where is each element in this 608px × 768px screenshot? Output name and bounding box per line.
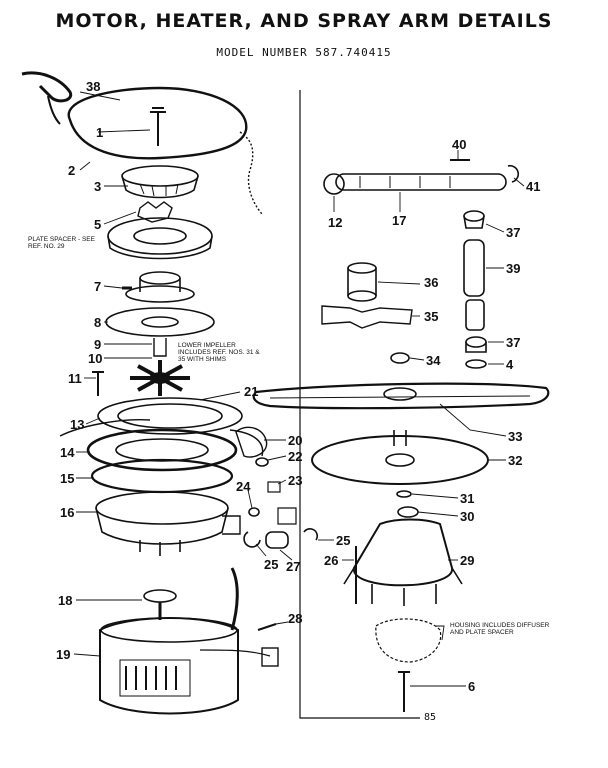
part-18-cap [143, 589, 177, 603]
label-39: 39 [506, 261, 521, 276]
part-30-seal [397, 506, 419, 518]
label-13: 13 [70, 417, 85, 432]
label-3: 3 [94, 179, 102, 194]
part-27-hose [265, 531, 289, 549]
label-23: 23 [288, 473, 303, 488]
label-11: 11 [68, 371, 82, 386]
part-24-ring [248, 507, 260, 517]
part-36-bushing [347, 262, 377, 274]
label-26: 26 [324, 553, 339, 568]
part-9-shaft [153, 338, 167, 357]
part-14-gasket [86, 428, 238, 472]
label-30: 30 [460, 509, 475, 524]
label-37-b: 37 [506, 335, 521, 350]
part-41-clip [507, 164, 520, 183]
label-18: 18 [58, 593, 73, 608]
label-37: 37 [506, 225, 521, 240]
part-25-clamp [243, 531, 261, 548]
label-2: 2 [68, 163, 76, 178]
part-7-hub [139, 271, 181, 285]
part-16-housing [95, 491, 229, 525]
part-37-cap-lower [465, 336, 487, 348]
label-40: 40 [452, 137, 467, 152]
part-11-screw [92, 371, 104, 396]
label-41: 41 [526, 179, 541, 194]
label-36: 36 [424, 275, 439, 290]
label-6: 6 [468, 679, 476, 694]
part-39-tube [463, 239, 485, 297]
part-32-disc [311, 435, 489, 485]
label-7: 7 [94, 279, 102, 294]
part-29-housing [353, 518, 453, 587]
part-3-cap [121, 165, 199, 187]
page-number: 85 [424, 712, 437, 723]
part-38-clip [21, 71, 73, 103]
assembly-bracket-line [299, 90, 420, 719]
part-28-screw [257, 623, 277, 631]
label-17: 17 [392, 213, 407, 228]
label-14: 14 [60, 445, 75, 460]
part-19-motor [99, 617, 239, 715]
part-4-washer [465, 359, 487, 369]
label-38: 38 [86, 79, 101, 94]
label-33: 33 [508, 429, 523, 444]
label-25: 25 [264, 557, 279, 572]
label-25-b: 25 [336, 533, 351, 548]
part-15-ring [90, 458, 234, 494]
label-4: 4 [506, 357, 514, 372]
note-lower-impeller: LOWER IMPELLER INCLUDES REF. NOS. 31 & 3… [178, 342, 260, 363]
part-33-spray-arm [252, 382, 550, 410]
part-34-nut [390, 352, 410, 364]
part-25-clamp-b [303, 528, 319, 541]
label-34: 34 [426, 353, 441, 368]
part-12-cap [323, 173, 345, 195]
part-2-heater [67, 86, 248, 160]
plate-spacer [107, 217, 213, 255]
label-35: 35 [424, 309, 439, 324]
label-12: 12 [328, 215, 343, 230]
label-31: 31 [460, 491, 475, 506]
page-title: MOTOR, HEATER, AND SPRAY ARM DETAILS [55, 10, 553, 32]
label-5: 5 [94, 217, 102, 232]
label-10: 10 [88, 351, 103, 366]
label-1: 1 [96, 125, 104, 140]
label-16: 16 [60, 505, 75, 520]
leader-lines [73, 91, 525, 687]
part-22-fitting [255, 457, 269, 467]
motor-lead [230, 567, 239, 631]
label-19: 19 [56, 647, 71, 662]
label-9: 9 [94, 337, 102, 352]
label-8: 8 [94, 315, 102, 330]
diffuser [375, 618, 442, 663]
label-24: 24 [236, 479, 251, 494]
label-28: 28 [288, 611, 303, 626]
note-plate-spacer: PLATE SPACER - SEE REF. NO. 29 [28, 236, 95, 250]
part-6-screw [398, 671, 410, 712]
note-housing: HOUSING INCLUDES DIFFUSER AND PLATE SPAC… [450, 622, 550, 636]
label-27: 27 [286, 559, 301, 574]
label-20: 20 [288, 433, 303, 448]
part-5-washer [137, 201, 173, 223]
part-37-cap-upper [463, 210, 485, 222]
label-22: 22 [288, 449, 303, 464]
part-23-clip [267, 481, 281, 493]
label-15: 15 [60, 471, 75, 486]
part-1-screw [150, 107, 166, 146]
label-32: 32 [508, 453, 523, 468]
part-8-plate [105, 307, 215, 337]
label-29: 29 [460, 553, 475, 568]
part-35-seal [321, 305, 413, 329]
part-17-tube [335, 173, 507, 191]
label-21: 21 [244, 384, 259, 399]
model-number: MODEL NUMBER 587.740415 [216, 46, 392, 59]
part-13-plate [97, 397, 243, 435]
part-31-washer [396, 490, 412, 498]
